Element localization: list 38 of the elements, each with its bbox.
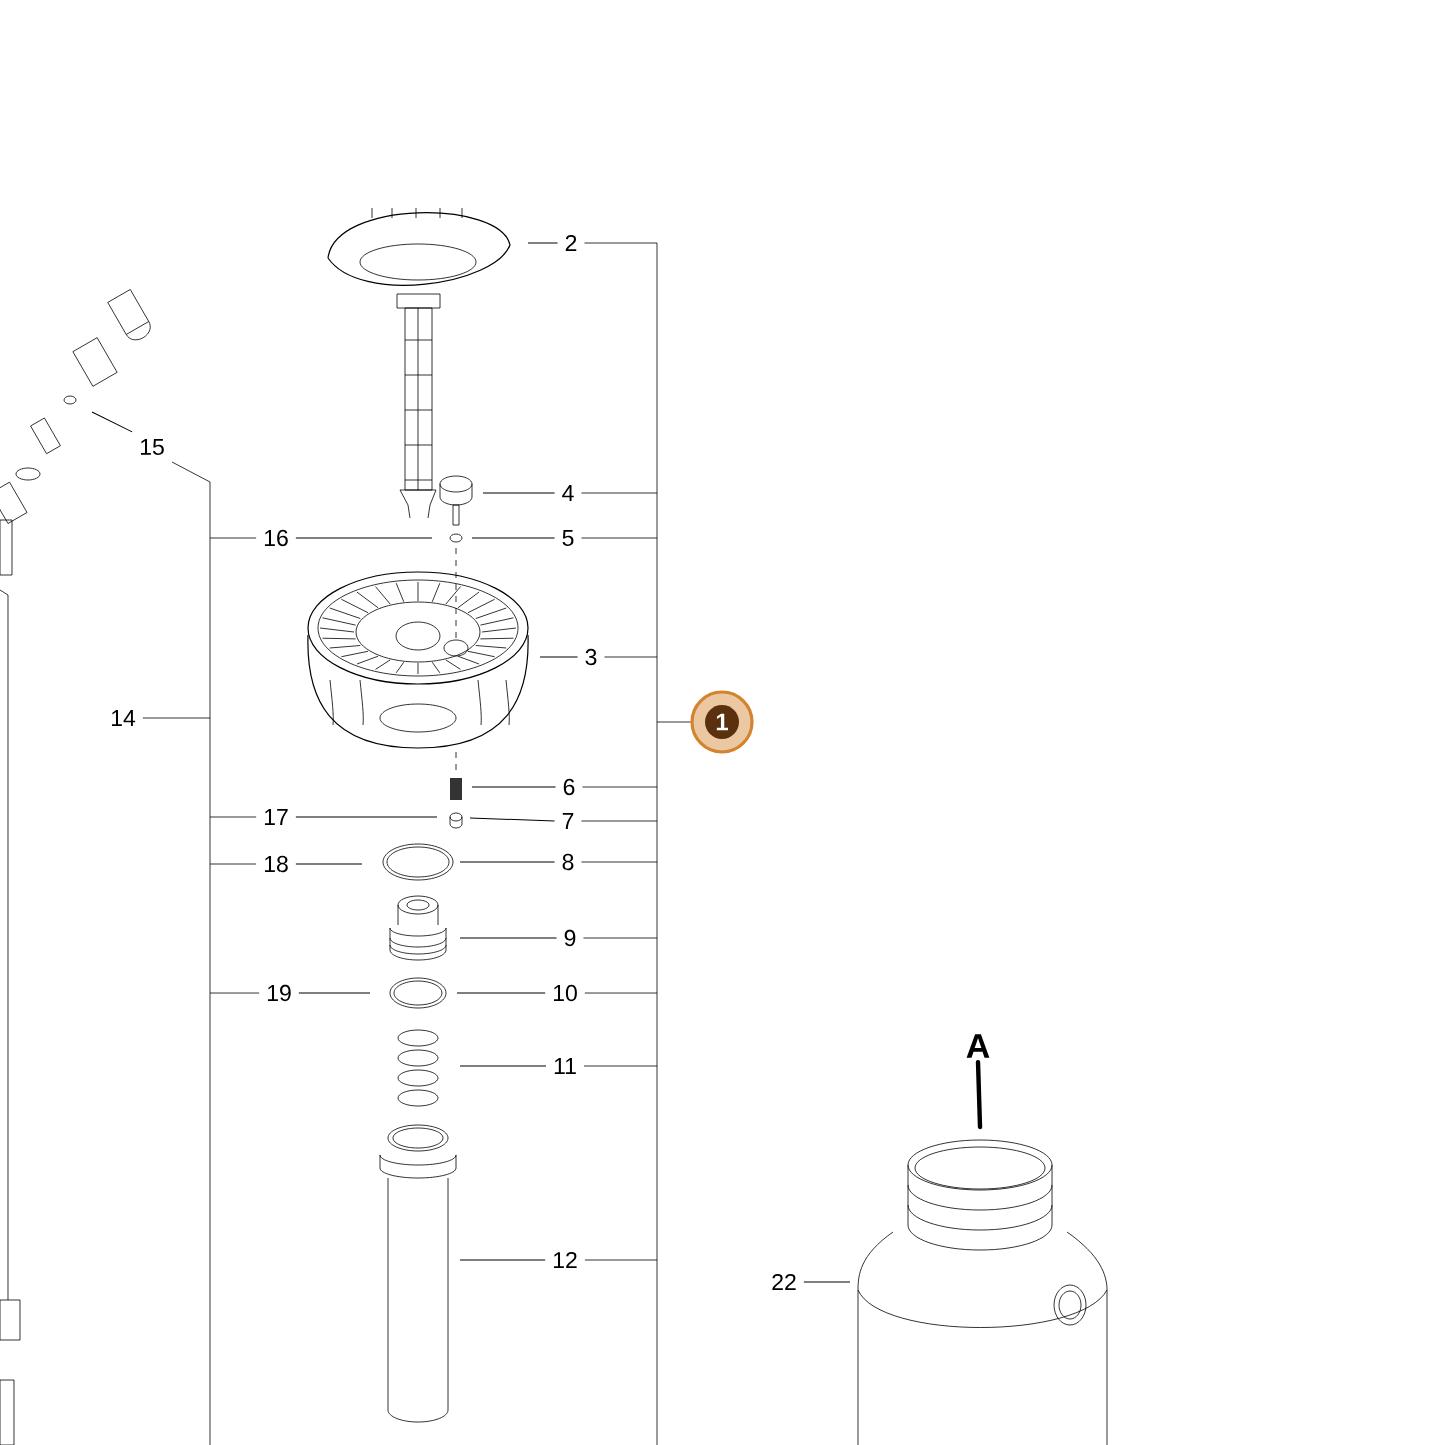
callout-number: 6 <box>563 778 575 796</box>
leader-line <box>459 1259 546 1261</box>
leader-line <box>471 786 557 788</box>
leader-line <box>482 492 556 494</box>
callout-number: 2 <box>565 234 577 252</box>
callout-number: 14 <box>111 710 136 726</box>
leader-line <box>298 992 371 994</box>
leader-line <box>803 1281 851 1283</box>
leader-line <box>91 411 133 433</box>
view-letter: A <box>966 1034 990 1058</box>
leader-line <box>295 863 363 865</box>
assembly-callout: 1 <box>690 690 754 754</box>
leader-line <box>469 817 556 822</box>
callout-number: 7 <box>562 813 574 829</box>
callout-number: 22 <box>772 1274 796 1291</box>
callout-number: 3 <box>585 648 597 666</box>
leader-line <box>295 816 438 818</box>
leader-line <box>456 992 546 994</box>
callout-number: 12 <box>553 1252 577 1269</box>
leader-line <box>459 1065 547 1067</box>
callout-number: 4 <box>562 485 574 501</box>
callout-number: 11 <box>554 1058 576 1074</box>
callout-number: 15 <box>140 439 164 455</box>
leader-line <box>975 1059 983 1130</box>
callout-number: 19 <box>267 984 291 1002</box>
leader-line <box>459 937 558 939</box>
callout-number: 10 <box>553 984 577 1002</box>
leader-line <box>471 537 556 539</box>
leader-line <box>459 861 556 863</box>
callout-number: 9 <box>564 929 576 947</box>
leader-line <box>295 537 433 539</box>
leader-line <box>539 656 579 658</box>
callout-number: 8 <box>562 853 574 871</box>
callout-number: 18 <box>264 855 288 873</box>
leader-line <box>527 242 559 244</box>
callout-number: 5 <box>562 530 574 547</box>
callout-number: 16 <box>264 529 288 547</box>
callout-number: 17 <box>264 809 288 825</box>
